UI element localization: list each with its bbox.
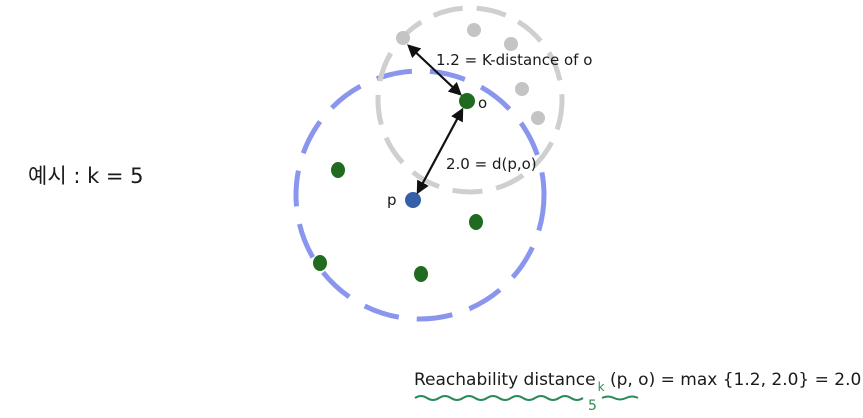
formula-args: (p, o)	[609, 370, 656, 390]
k-distance-circle-o	[375, 5, 565, 195]
point-p-label: p	[387, 191, 397, 209]
formula-subscript-note: 5	[588, 398, 597, 414]
gray-neighbor-point	[467, 23, 481, 37]
point-o	[459, 93, 475, 109]
example-label: 예시 : k = 5	[28, 164, 144, 188]
green-neighbor-point	[414, 266, 428, 282]
green-neighbor-point	[469, 214, 483, 230]
gray-neighbor-point	[396, 31, 410, 45]
gray-neighbor-point	[515, 82, 529, 96]
distance-label: 2.0 = d(p,o)	[446, 155, 537, 173]
green-args-underline	[601, 395, 639, 401]
formula-term: Reachability distance	[414, 370, 596, 390]
point-o-label: o	[478, 94, 487, 112]
formula-expression: = max {1.2, 2.0} = 2.0	[660, 370, 862, 390]
formula-subscript-mark: k	[597, 380, 605, 394]
neighborhood-circle-p	[293, 68, 547, 322]
point-p	[405, 192, 421, 208]
gray-neighbor-point	[531, 111, 545, 125]
k-distance-label: 1.2 = K-distance of o	[436, 51, 592, 69]
green-neighbor-point	[313, 255, 327, 271]
k-distance-arrow	[407, 44, 462, 96]
green-neighbor-point	[331, 162, 345, 178]
gray-neighbor-point	[504, 37, 518, 51]
distance-arrow	[416, 107, 464, 195]
green-underline-squiggle	[414, 395, 584, 401]
